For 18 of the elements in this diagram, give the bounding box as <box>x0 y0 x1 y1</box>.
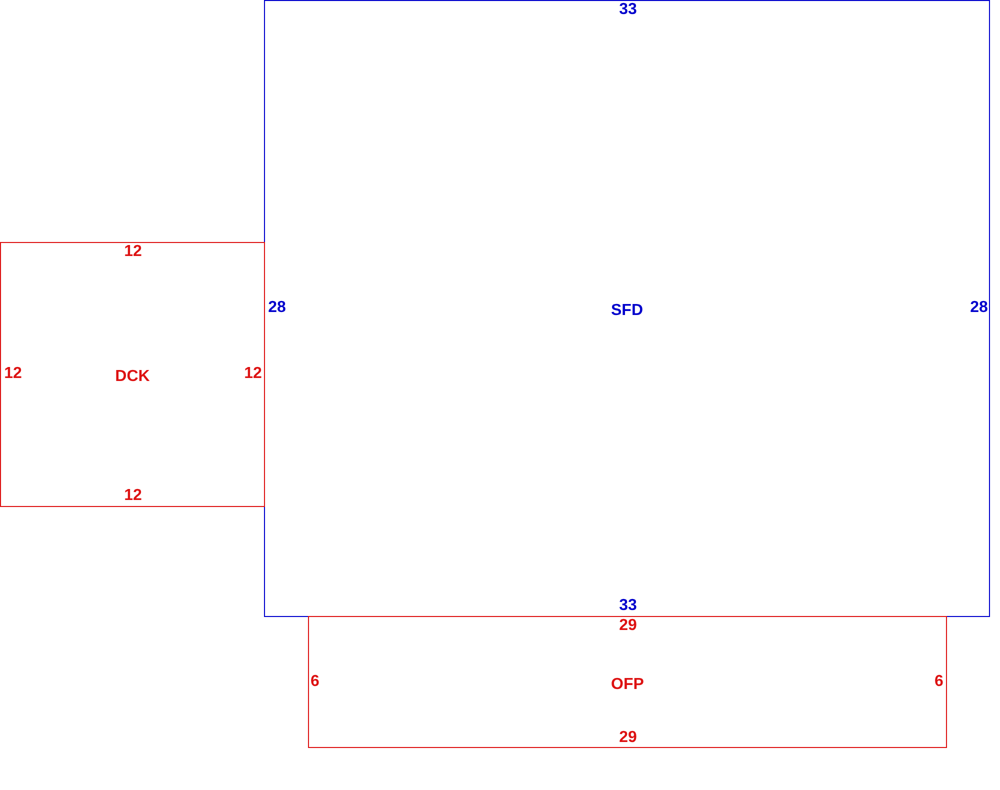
dimension-label: 33 <box>619 1 637 19</box>
room-outline <box>264 0 990 617</box>
dimension-label: 12 <box>124 243 142 261</box>
dimension-label: 28 <box>970 299 988 317</box>
dimension-label: 29 <box>619 729 637 747</box>
room-outline <box>308 616 947 748</box>
dimension-label: 12 <box>124 487 142 505</box>
room-label: SFD <box>611 302 643 320</box>
room-label: OFP <box>611 676 644 694</box>
dimension-label: 6 <box>934 673 944 691</box>
room-label: DCK <box>115 368 150 386</box>
dimension-label: 12 <box>244 365 262 383</box>
dimension-label: 12 <box>4 365 22 383</box>
dimension-label: 28 <box>268 299 286 317</box>
room-outline <box>0 242 265 507</box>
dimension-label: 6 <box>310 673 320 691</box>
dimension-label: 33 <box>619 597 637 615</box>
dimension-label: 29 <box>619 617 637 635</box>
